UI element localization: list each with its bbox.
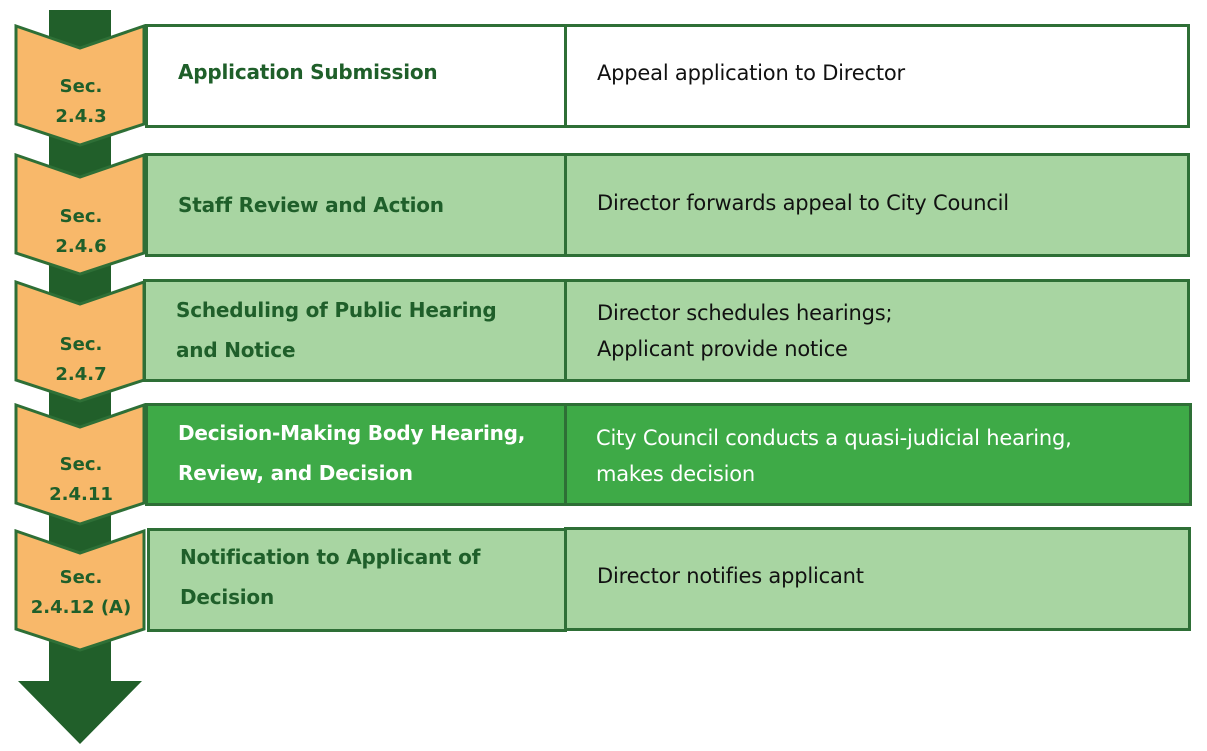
section-code: 2.4.7 (55, 364, 107, 385)
step-desc-1: Appeal application to Director (597, 55, 905, 91)
step-title-line-1: Notification to Applicant of (180, 545, 481, 569)
section-code: 2.4.6 (55, 236, 107, 257)
step-title-line-1: Application Submission (178, 60, 438, 84)
step-desc-line-1: Appeal application to Director (597, 61, 905, 85)
step-title-line-2: Decision (180, 585, 275, 609)
step-desc-box-1 (564, 24, 1190, 128)
section-code: 2.4.11 (49, 484, 113, 505)
step-title-line-2: and Notice (176, 338, 296, 362)
step-desc-box-5 (564, 527, 1191, 631)
step-desc-box-3 (564, 279, 1190, 382)
step-desc-4: City Council conducts a quasi-judicial h… (596, 420, 1072, 492)
down-arrow-icon (18, 681, 142, 744)
step-title-line-2: Review, and Decision (178, 461, 413, 485)
step-desc-line-2: Applicant provide notice (597, 337, 848, 361)
step-desc-box-4 (564, 403, 1192, 506)
step-desc-5: Director notifies applicant (597, 558, 864, 594)
step-title-3: Scheduling of Public Hearing and Notice (176, 290, 497, 370)
step-desc-line-1: Director schedules hearings; (597, 301, 893, 325)
step-title-1: Application Submission (178, 52, 438, 92)
step-desc-box-2 (564, 153, 1190, 257)
step-desc-line-1: Director notifies applicant (597, 564, 864, 588)
section-prefix: Sec. (59, 76, 103, 97)
step-title-box-5 (147, 528, 567, 632)
chevron-step-1 (14, 24, 146, 147)
section-prefix: Sec. (59, 206, 103, 227)
step-title-line-1: Scheduling of Public Hearing (176, 298, 497, 322)
section-number-step-5: Sec. 2.4.12 (A) (16, 563, 146, 623)
section-number-step-4: Sec. 2.4.11 (16, 450, 146, 510)
section-prefix: Sec. (59, 334, 103, 355)
step-desc-2: Director forwards appeal to City Council (597, 185, 1009, 221)
step-title-5: Notification to Applicant of Decision (180, 537, 480, 617)
step-title-2: Staff Review and Action (178, 185, 444, 225)
chevron-step-2 (14, 153, 146, 276)
chevron-step-4 (14, 403, 146, 526)
step-title-4: Decision-Making Body Hearing, Review, an… (178, 413, 525, 493)
step-title-box-3 (143, 279, 567, 382)
step-desc-3: Director schedules hearings; Applicant p… (597, 295, 893, 367)
section-number-step-2: Sec. 2.4.6 (16, 202, 146, 262)
step-title-box-2 (145, 153, 567, 257)
step-desc-line-1: City Council conducts a quasi-judicial h… (596, 426, 1072, 450)
section-prefix: Sec. (59, 454, 103, 475)
step-title-box-4 (145, 403, 567, 506)
section-code: 2.4.3 (55, 106, 107, 127)
step-title-line-1: Decision-Making Body Hearing, (178, 421, 526, 445)
section-prefix: Sec. (59, 567, 103, 588)
step-desc-line-1: Director forwards appeal to City Council (597, 191, 1009, 215)
step-title-line-1: Staff Review and Action (178, 193, 444, 217)
section-code: 2.4.12 (A) (30, 597, 132, 618)
step-desc-line-2: makes decision (596, 462, 756, 486)
section-number-step-3: Sec. 2.4.7 (16, 330, 146, 390)
section-number-step-1: Sec. 2.4.3 (16, 72, 146, 132)
chevron-step-5 (14, 529, 146, 652)
